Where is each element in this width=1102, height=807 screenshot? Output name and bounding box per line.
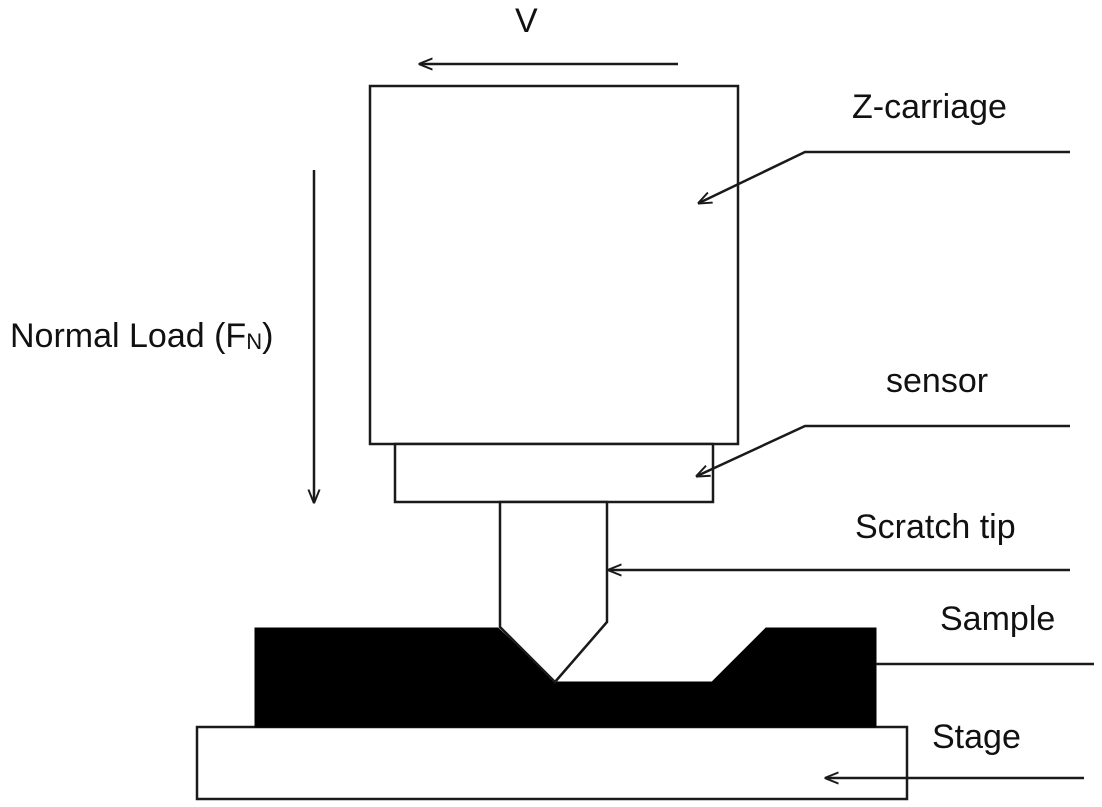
sensor-leader	[697, 424, 1070, 476]
normal-load-label: Normal Load (FN)	[10, 317, 273, 355]
scratch-tip-label: Scratch tip	[855, 508, 1016, 546]
sample-block	[254, 627, 877, 728]
z-carriage-leader	[699, 150, 1070, 203]
z-carriage-block	[368, 84, 740, 446]
tangential-force-label: FT	[638, 613, 672, 651]
velocity-label: V	[515, 2, 538, 40]
sensor-block	[393, 442, 715, 504]
stage-label: Stage	[932, 718, 1021, 756]
stage-block	[195, 725, 909, 801]
scratch-tip-edge	[554, 621, 608, 683]
sensor-label: sensor	[886, 362, 988, 400]
z-carriage-label: Z-carriage	[852, 88, 1007, 126]
sample-label: Sample	[940, 600, 1055, 638]
